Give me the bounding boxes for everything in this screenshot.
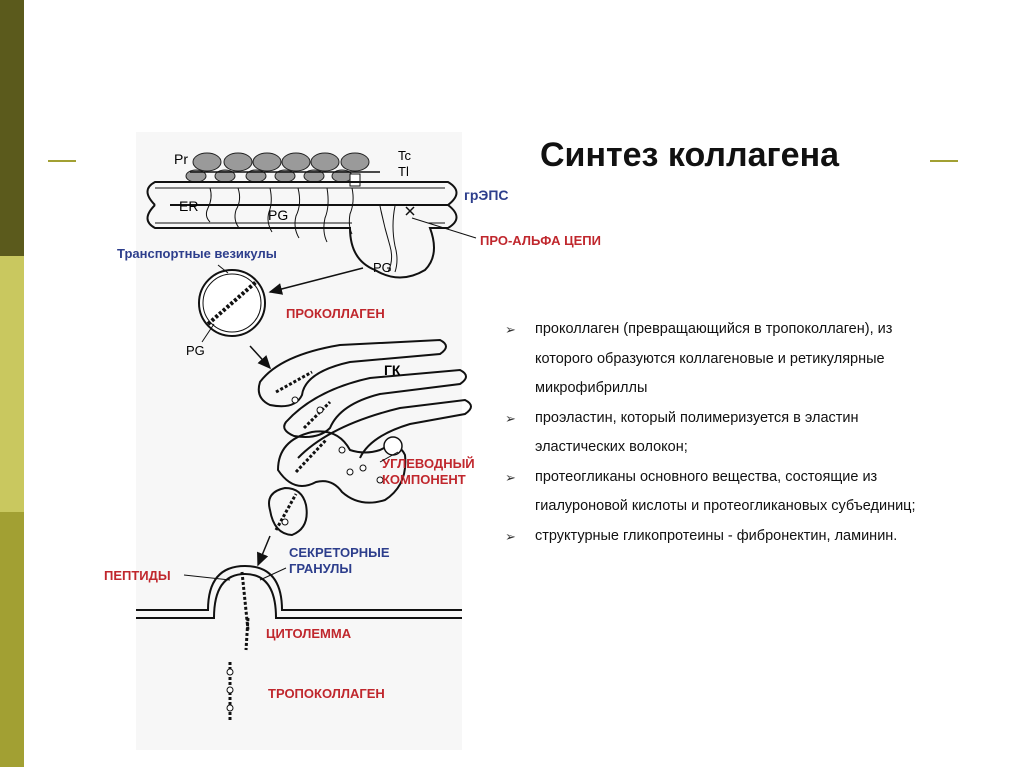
pro-alpha-label: ПРО-АЛЬФА ЦЕПИ	[480, 233, 601, 248]
tc-label: Tc	[398, 148, 412, 163]
er-label: ER	[179, 198, 198, 214]
vesicle-chain	[206, 280, 258, 326]
cytolemma-label: ЦИТОЛЕММА	[266, 626, 352, 641]
pg-top-label: PG	[268, 207, 288, 223]
gr-eps-label: грЭПС	[464, 187, 509, 203]
golgi-granules	[281, 396, 384, 526]
enzyme-icon	[405, 206, 415, 216]
carb-vesicle	[383, 436, 403, 456]
arrow-to-vesicle	[268, 267, 364, 295]
secretory-label-2: ГРАНУЛЫ	[289, 561, 352, 576]
pg-bud-label: PG	[373, 260, 392, 275]
peptides-label: ПЕПТИДЫ	[104, 568, 171, 583]
pg-vesicle-label: PG	[186, 343, 205, 358]
bullet-item: ➢ проколлаген (превращающийся в тропоколл…	[505, 315, 925, 404]
bullet-text: протеогликаны основного вещества, состоя…	[535, 468, 916, 515]
procollagen-label: ПРОКОЛЛАГЕН	[286, 306, 385, 321]
decor-line-left	[48, 160, 76, 162]
tropocollagen-fibril	[226, 662, 234, 722]
transport-vesicles-label: Транспортные везикулы	[117, 246, 277, 261]
bullet-text: проколлаген (превращающийся в тропоколла…	[535, 321, 893, 396]
ribosome-row	[185, 152, 370, 183]
golgi-chains	[274, 370, 332, 531]
collagen-synthesis-diagram: Pr Tc Tl ER PG PG грЭПС ПРО-АЛЬФА ЦЕПИ Т…	[104, 132, 601, 750]
secretory-label-1: СЕКРЕТОРНЫЕ	[289, 545, 390, 560]
golgi-complex	[257, 338, 472, 537]
exit-chain	[244, 617, 250, 651]
bullet-arrow-icon: ➢	[505, 528, 516, 544]
cytolemma-membrane	[136, 564, 462, 619]
arrow-to-golgi	[249, 345, 272, 370]
pr-label: Pr	[174, 151, 188, 167]
side-bar-dark	[0, 0, 24, 256]
tropocollagen-label: ТРОПОКОЛЛАГЕН	[268, 686, 385, 701]
decor-line-right	[930, 160, 958, 162]
tl-label: Tl	[398, 164, 409, 179]
diagram-background	[136, 132, 462, 750]
slide-title: Синтез коллагена	[540, 136, 840, 174]
bullet-arrow-icon: ➢	[505, 469, 516, 485]
bullet-text: структурные гликопротеины - фибронектин,…	[535, 527, 898, 544]
bullet-item: ➢ проэластин, который полимеризуется в эл…	[505, 404, 925, 463]
bullet-text: проэластин, который полимеризуется в эла…	[535, 409, 859, 456]
bullet-item: ➢ протеогликаны основного вещества, состо…	[505, 463, 925, 522]
er-membrane	[146, 181, 458, 279]
carb-label-2: КОМПОНЕНТ	[382, 472, 466, 487]
bullet-list: ➢ проколлаген (превращающийся в тропоколл…	[505, 315, 925, 551]
arrow-to-granule	[257, 535, 271, 567]
bullet-arrow-icon: ➢	[505, 322, 516, 337]
pro-alpha-pointer	[411, 217, 477, 239]
tc-marker	[349, 173, 361, 187]
bullet-item: ➢ структурные гликопротеины - фибронектин…	[505, 522, 925, 552]
nascent-chains	[205, 187, 398, 273]
side-bar-light	[0, 256, 24, 512]
carb-label-1: УГЛЕВОДНЫЙ	[382, 456, 475, 471]
side-bar-mid	[0, 512, 24, 767]
bullet-arrow-icon: ➢	[505, 410, 516, 426]
gk-label: ГК	[384, 362, 401, 378]
